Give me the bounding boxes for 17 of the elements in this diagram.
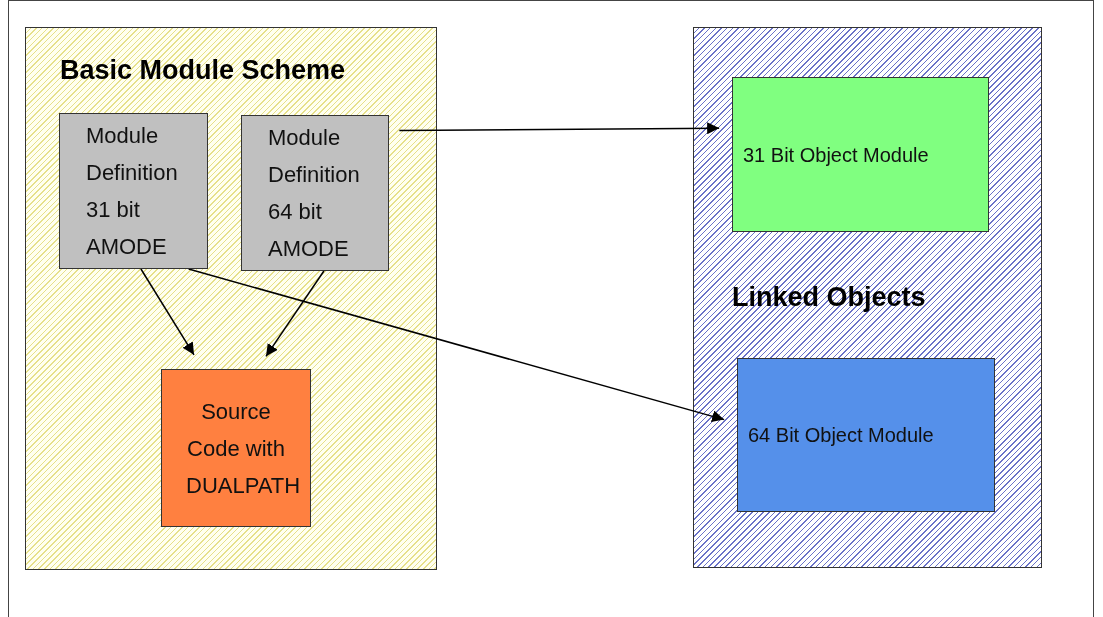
process-box bbox=[737, 358, 995, 512]
box-label: Module Definition 64 bit AMODE bbox=[268, 124, 358, 263]
box-label: Source Code with DUALPATH bbox=[185, 397, 302, 500]
box-label: Module Definition 31 bit AMODE bbox=[86, 122, 177, 261]
container-heading: Basic Module Scheme bbox=[60, 55, 346, 86]
box-label: 64 Bit Object Module bbox=[748, 423, 935, 448]
arrow bbox=[265, 270, 325, 358]
container-panel bbox=[25, 27, 437, 570]
arrow bbox=[140, 268, 195, 356]
box-label: 31 Bit Object Module bbox=[743, 142, 930, 168]
arrow bbox=[398, 122, 720, 135]
process-box bbox=[241, 115, 389, 271]
container-panel bbox=[693, 27, 1042, 568]
process-box bbox=[161, 369, 311, 527]
process-box bbox=[59, 113, 208, 269]
arrow bbox=[187, 268, 725, 423]
process-box bbox=[732, 77, 989, 232]
